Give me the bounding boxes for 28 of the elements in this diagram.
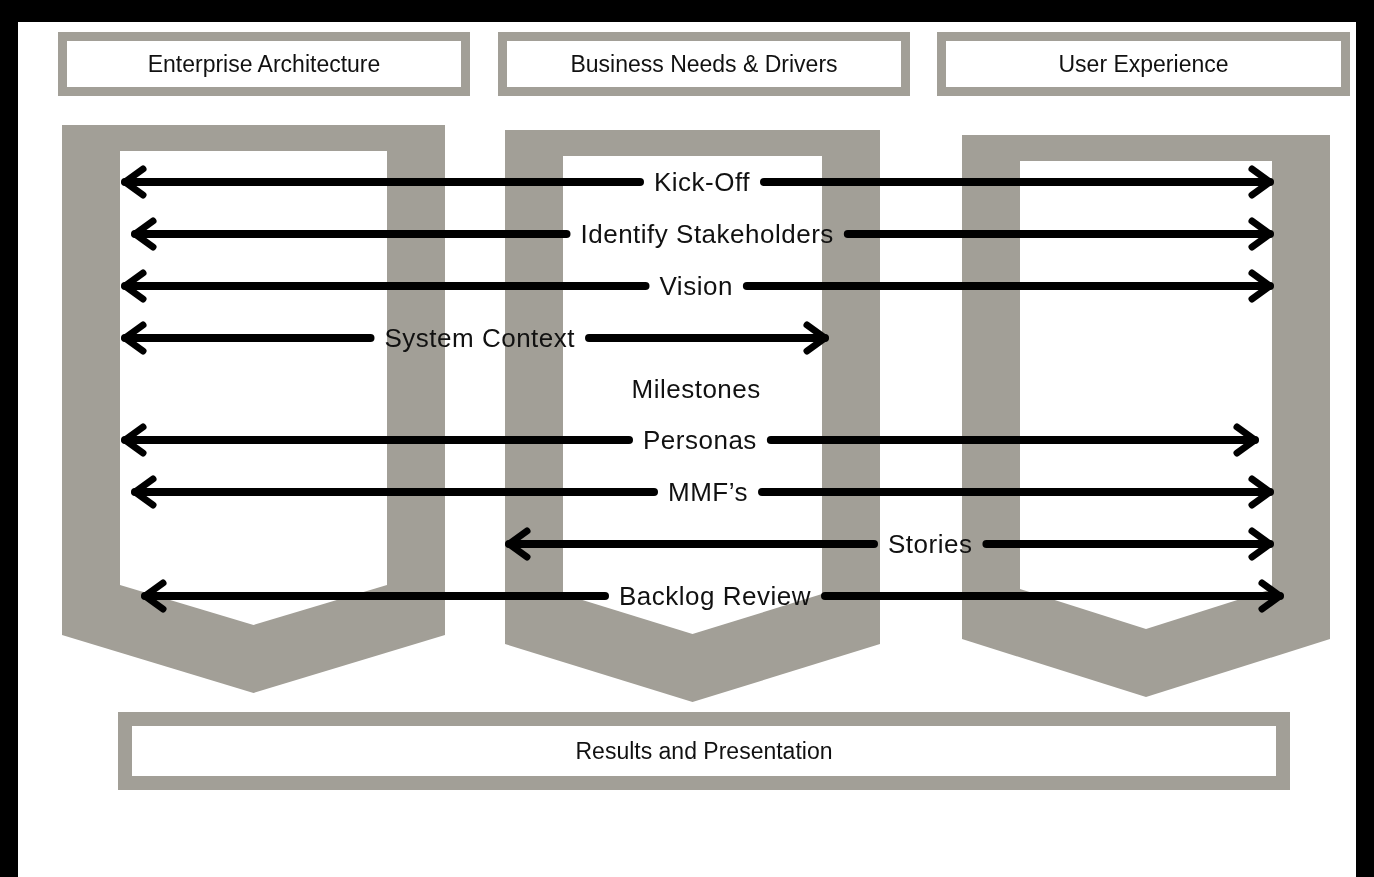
arrow xyxy=(585,321,829,355)
arrow xyxy=(758,475,1274,509)
arrow xyxy=(131,217,571,251)
arrow xyxy=(121,321,375,355)
header-box: Business Needs & Drivers xyxy=(498,32,910,96)
step-label: Vision xyxy=(645,268,747,304)
step-label: Backlog Review xyxy=(605,578,825,614)
step-label: Stories xyxy=(874,526,987,562)
results-band: Results and Presentation xyxy=(118,712,1290,790)
arrow xyxy=(121,423,633,457)
step-label: Kick-Off xyxy=(640,164,764,200)
step-label: Identify Stakeholders xyxy=(566,216,848,252)
arrow xyxy=(742,269,1274,303)
header-box: Enterprise Architecture xyxy=(58,32,470,96)
arrow xyxy=(141,579,609,613)
step-label: Milestones xyxy=(617,371,775,407)
arrow xyxy=(760,165,1274,199)
arrow xyxy=(982,527,1274,561)
arrow xyxy=(505,527,878,561)
header-box: User Experience xyxy=(937,32,1350,96)
arrow xyxy=(843,217,1274,251)
arrow xyxy=(766,423,1259,457)
step-label: MMF’s xyxy=(654,474,762,510)
arrow xyxy=(121,165,644,199)
arrow xyxy=(821,579,1284,613)
arrow xyxy=(131,475,658,509)
arrow xyxy=(121,269,650,303)
step-label: Personas xyxy=(629,422,771,458)
